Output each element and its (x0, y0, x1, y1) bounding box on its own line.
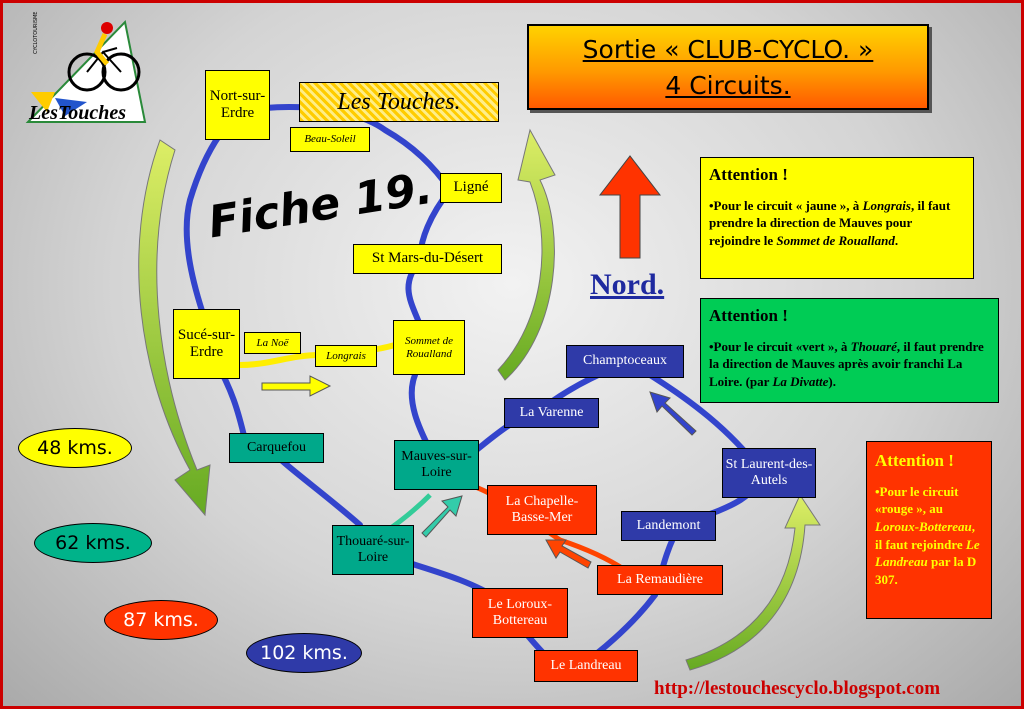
logo-badge: CYCLOTOURISME (33, 11, 39, 54)
distance-62: 62 kms. (34, 523, 152, 563)
place-le-landreau: Le Landreau (534, 650, 638, 682)
note-yellow: Attention ! •Pour le circuit « jaune », … (700, 157, 974, 279)
note-green-heading: Attention ! (709, 306, 788, 325)
place-st-mars-du-desert: St Mars-du-Désert (353, 244, 502, 274)
title-line-1: Sortie « CLUB-CYCLO. » (582, 35, 874, 64)
place-carquefou: Carquefou (229, 433, 324, 463)
note-green: Attention ! •Pour le circuit «vert », à … (700, 298, 999, 403)
route-central (408, 372, 433, 453)
curve-arrow-top (497, 128, 556, 381)
note-green-text: •Pour le circuit «vert », à Thouaré, il … (709, 338, 984, 390)
place-mauves-sur-loire: Mauves-sur-Loire (394, 440, 479, 490)
logo-wordmark: LesTouches (29, 102, 127, 124)
place-la-varenne: La Varenne (504, 398, 599, 428)
title-line-2: 4 Circuits. (665, 71, 791, 100)
arrow-nw-red (545, 539, 592, 569)
distance-102: 102 kms. (246, 633, 362, 673)
north-label: Nord. (590, 268, 665, 301)
place-la-remaudiere: La Remaudière (597, 565, 723, 595)
north-arrow-icon (598, 155, 662, 259)
club-logo: LesTouches CYCLOTOURISME (25, 12, 148, 126)
note-red-text: •Pour le circuit «rouge », au Loroux-Bot… (875, 483, 980, 587)
curve-arrow-left (138, 139, 211, 517)
note-red-heading: Attention ! (875, 451, 954, 470)
place-le-loroux-bottereau: Le Loroux-Bottereau (472, 588, 568, 638)
note-yellow-heading: Attention ! (709, 165, 788, 184)
distance-87: 87 kms. (104, 600, 218, 640)
place-suce-sur-erdre: Sucé-sur-Erdre (173, 309, 240, 379)
arrow-east-yellow (261, 375, 332, 397)
note-yellow-text: •Pour le circuit « jaune », à Longrais, … (709, 197, 951, 249)
blog-url-link[interactable]: http://lestouchescyclo.blogspot.com (654, 678, 941, 699)
lestouches-banner: Les Touches. (299, 82, 499, 122)
place-thouare-sur-loire: Thouaré-sur-Loire (332, 525, 414, 575)
place-longrais: Longrais (315, 345, 377, 367)
arrow-up-green (421, 495, 463, 538)
cyclist-logo-icon (25, 19, 147, 123)
place-ligne: Ligné (440, 173, 502, 203)
place-landemont: Landemont (621, 511, 716, 541)
title-panel: Sortie « CLUB-CYCLO. » 4 Circuits. (527, 24, 929, 110)
place-nort-sur-erdre: Nort-sur-Erdre (205, 70, 270, 140)
place-la-noe: La Noë (244, 332, 301, 354)
place-champtoceaux: Champtoceaux (566, 345, 684, 378)
arrow-nw-blue (649, 391, 697, 436)
place-beau-soleil: Beau-Soleil (290, 127, 370, 152)
place-st-laurent-des-autels: St Laurent-des-Autels (722, 448, 816, 498)
distance-48: 48 kms. (18, 428, 132, 468)
place-la-chapelle-basse-mer: La Chapelle-Basse-Mer (487, 485, 597, 535)
place-sommet-de-roualland: Sommet de Roualland (393, 320, 465, 375)
note-red: Attention ! •Pour le circuit «rouge », a… (866, 441, 992, 619)
